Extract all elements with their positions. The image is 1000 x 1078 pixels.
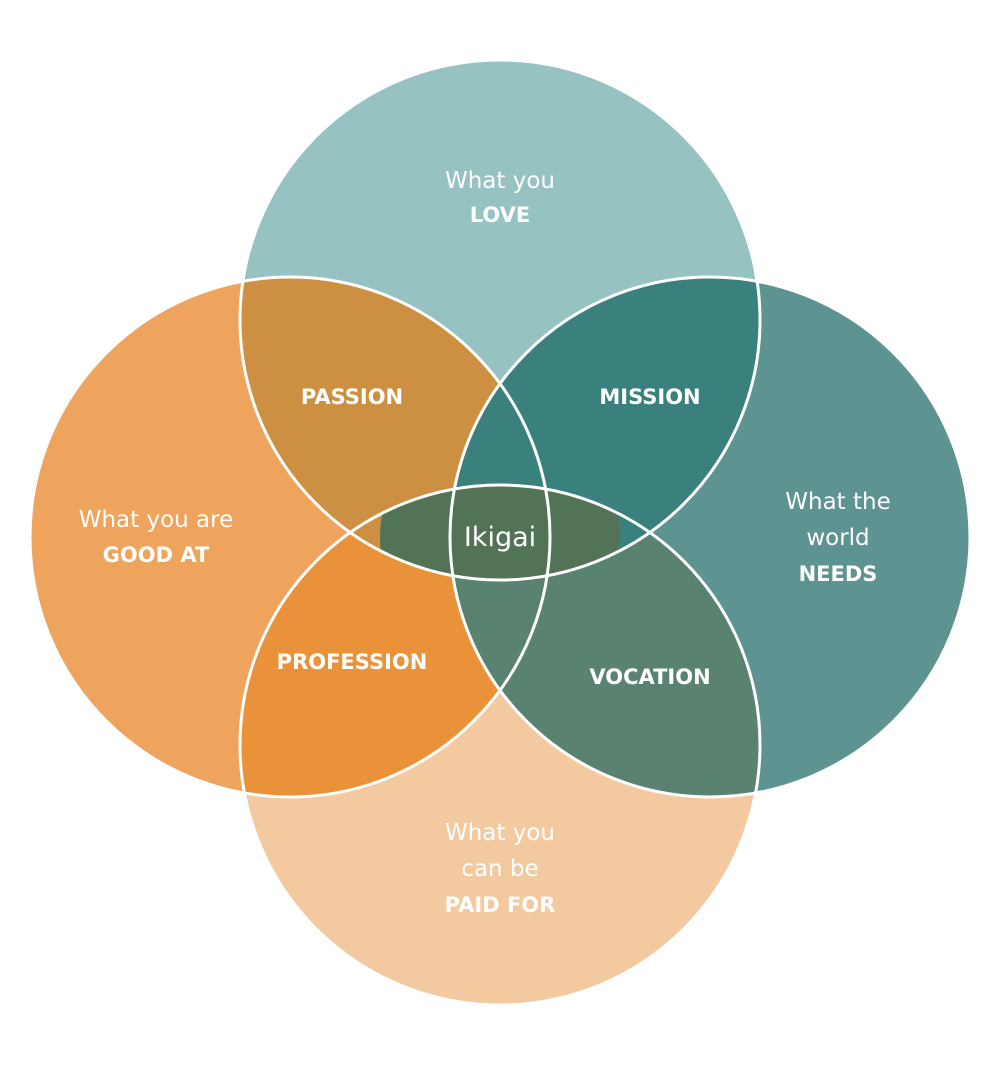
- overlap-center-ikigai: [380, 485, 620, 580]
- ikigai-label: Ikigai: [464, 522, 536, 553]
- paid-label-line3: PAID FOR: [445, 893, 556, 917]
- mission-label: MISSION: [599, 385, 700, 409]
- paid-label-line1: What you: [445, 820, 555, 846]
- needs-label-line2: world: [806, 525, 869, 551]
- good-label-line2: GOOD AT: [103, 543, 210, 567]
- needs-label-line3: NEEDS: [799, 562, 878, 586]
- profession-label: PROFESSION: [277, 650, 428, 674]
- paid-label-line2: can be: [461, 856, 538, 882]
- passion-label: PASSION: [301, 385, 403, 409]
- circle-outlines: [28, 58, 972, 1007]
- needs-label-line1: What the: [785, 489, 891, 515]
- love-label-line1: What you: [445, 168, 555, 194]
- vocation-label: VOCATION: [589, 665, 710, 689]
- love-label-line2: LOVE: [470, 203, 531, 227]
- good-label-line1: What you are: [79, 507, 234, 533]
